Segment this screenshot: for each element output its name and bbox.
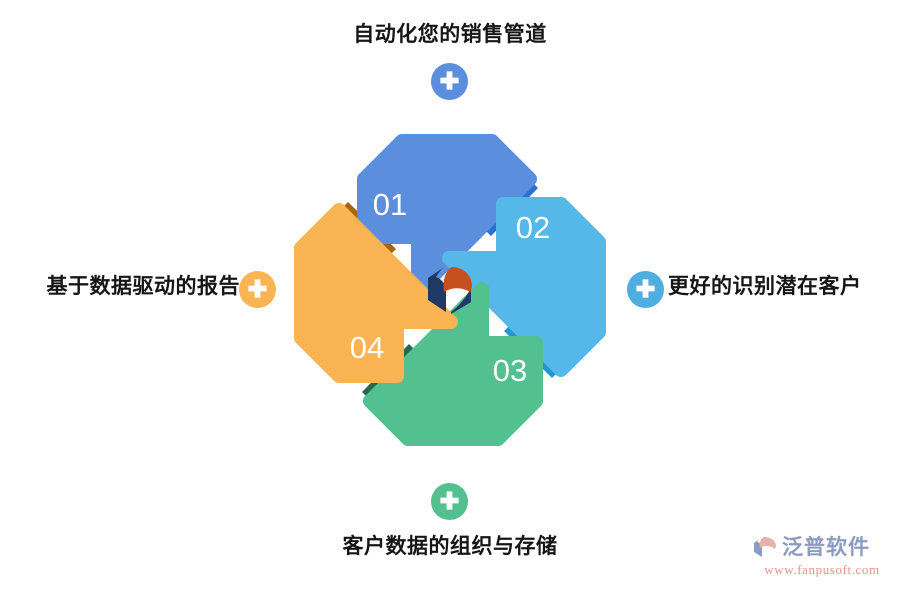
arrow-step-03[interactable]: 03	[363, 282, 543, 446]
plus-icon-top[interactable]	[431, 63, 468, 100]
fanpu-center-logo	[428, 266, 472, 314]
step-number-04: 04	[350, 330, 384, 365]
watermark-brand-text: 泛普软件	[782, 535, 870, 559]
label-top-text: 自动化您的销售管道	[353, 23, 547, 46]
plus-icon-right[interactable]	[627, 271, 664, 308]
watermark: 泛普软件 www.fanpusoft.com	[752, 536, 892, 592]
plus-icon-left[interactable]	[239, 271, 276, 308]
fanpu-watermark-icon	[754, 537, 776, 557]
watermark-brand-row: 泛普软件	[752, 536, 892, 558]
label-bottom-text: 客户数据的组织与存储	[342, 535, 558, 558]
label-left-text: 基于数据驱动的报告	[46, 275, 240, 298]
label-right: 更好的识别潜在客户	[668, 276, 862, 298]
step-number-02: 02	[516, 210, 550, 245]
step-number-01: 01	[373, 187, 407, 222]
arrow-step-02[interactable]: 02	[442, 197, 606, 377]
cycle-arrows-diagram: 01 02 03 04	[294, 134, 606, 446]
label-right-text: 更好的识别潜在客户	[668, 275, 862, 298]
label-top: 自动化您的销售管道	[0, 24, 900, 46]
watermark-url-text: www.fanpusoft.com	[764, 562, 880, 577]
plus-icon-bottom[interactable]	[431, 483, 468, 520]
arrow-step-04[interactable]: 04	[294, 203, 458, 383]
label-bottom: 客户数据的组织与存储	[0, 536, 900, 558]
arrow-step-01[interactable]: 01	[357, 134, 537, 298]
label-left: 基于数据驱动的报告	[0, 276, 240, 298]
step-number-03: 03	[493, 353, 527, 388]
